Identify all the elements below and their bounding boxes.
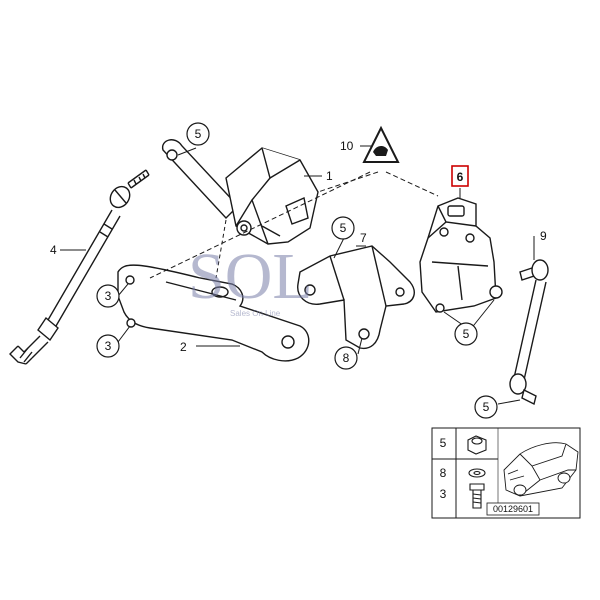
car-icon (503, 442, 579, 497)
svg-text:5: 5 (195, 127, 202, 141)
svg-text:5: 5 (483, 400, 490, 414)
svg-text:8: 8 (343, 351, 350, 365)
inset-row-5: 5 (440, 436, 447, 450)
part-6-sensor (419, 197, 503, 313)
inset-row-8: 8 (440, 466, 447, 480)
svg-text:2: 2 (180, 340, 187, 354)
washer-icon (468, 468, 486, 478)
svg-text:Sales On Line: Sales On Line (230, 309, 281, 318)
svg-text:3: 3 (105, 289, 112, 303)
svg-text:10: 10 (340, 139, 354, 153)
callout-4: 4 (50, 243, 57, 257)
svg-text:1: 1 (326, 169, 333, 183)
svg-text:6: 6 (457, 170, 464, 184)
part-9-link (509, 259, 549, 406)
part-7-bracket (297, 245, 415, 350)
callout-1: 1 (326, 169, 333, 183)
svg-text:5: 5 (340, 221, 347, 235)
svg-text:SOL: SOL (188, 240, 313, 313)
callout-5-bottom: 5 (474, 395, 498, 419)
leader-lines (60, 145, 535, 405)
inset-row-3: 3 (440, 487, 447, 501)
callout-5-mid: 5 (331, 216, 355, 240)
callout-2: 2 (180, 340, 187, 354)
svg-text:9: 9 (540, 229, 547, 243)
part-1-sensor (161, 139, 319, 245)
callout-9: 9 (540, 229, 547, 243)
callout-7: 7 (360, 231, 367, 245)
svg-text:4: 4 (50, 243, 57, 257)
callout-3-upper: 3 (96, 284, 120, 308)
callout-3-lower: 3 (96, 334, 120, 358)
inset-code: 00129601 (493, 504, 533, 514)
nut-icon (467, 435, 487, 455)
part-4-rod (9, 169, 150, 365)
bolt-icon (469, 483, 485, 509)
callout-8: 8 (334, 346, 358, 370)
watermark-logo: SOL Sales On Line (188, 240, 313, 318)
callout-10: 10 (340, 139, 354, 153)
svg-text:3: 3 (105, 339, 112, 353)
part-2-bracket (117, 264, 310, 362)
svg-text:5: 5 (463, 327, 470, 341)
callout-5-right: 5 (454, 322, 478, 346)
callout-6-highlighted: 6 (451, 165, 469, 187)
warning-triangle-icon (362, 125, 400, 163)
callout-5-top: 5 (186, 122, 210, 146)
svg-text:7: 7 (360, 231, 367, 245)
inset-box: 5 8 3 00129601 (431, 427, 581, 519)
